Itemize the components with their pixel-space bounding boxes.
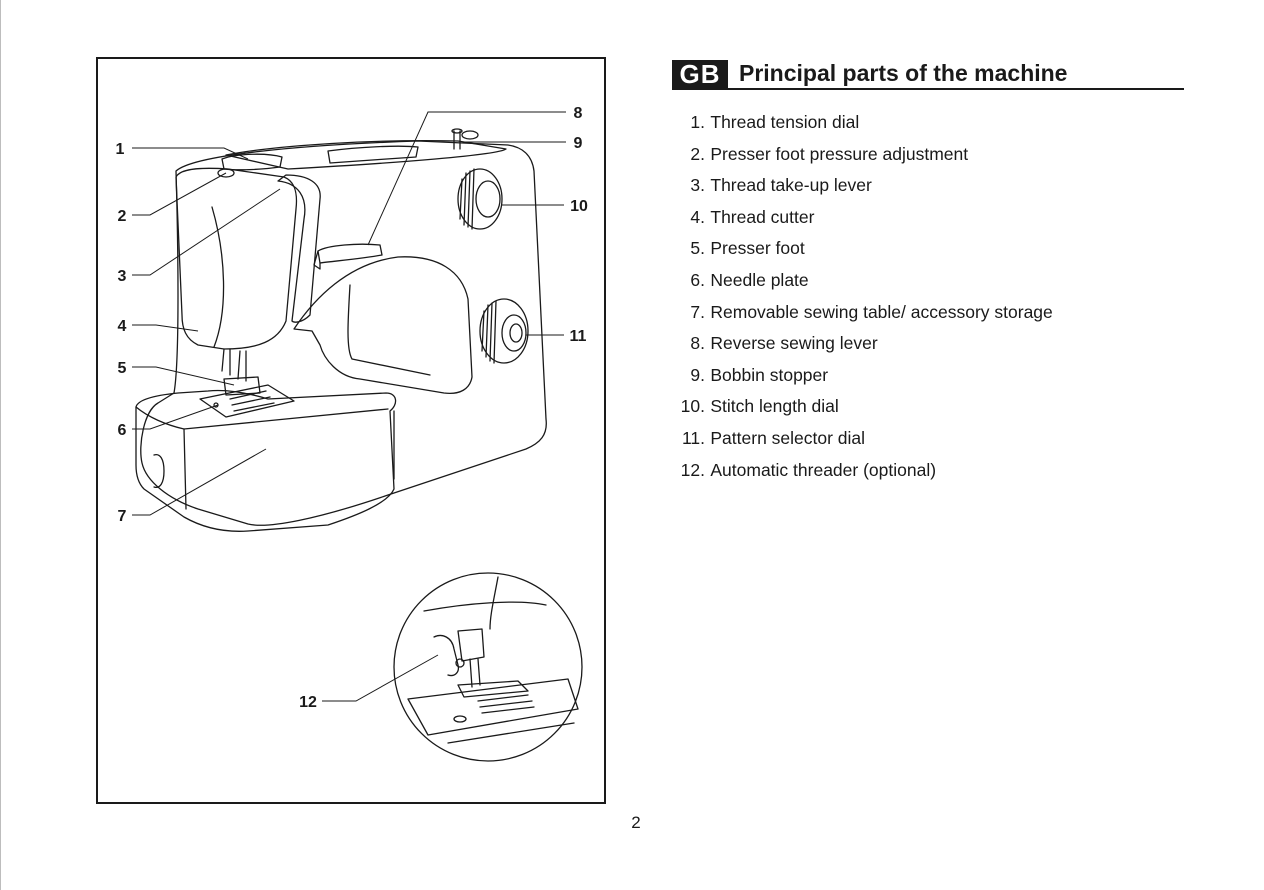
- needle-plate: [199, 384, 295, 418]
- machine-illustration: 1 2 3 4 5 6 7 8 9 10 11 12: [96, 57, 606, 804]
- callout-5: 5: [118, 360, 127, 377]
- parts-list: 1. Thread tension dial 2. Presser foot p…: [672, 111, 1053, 490]
- list-item: 1. Thread tension dial: [690, 112, 860, 132]
- pattern-selector-dial: [479, 298, 529, 364]
- page-number: 2: [631, 813, 641, 832]
- page-edge: [0, 0, 1, 890]
- spool-recess: [327, 145, 419, 164]
- callout-6: 6: [118, 422, 127, 439]
- spool-pin: [453, 130, 461, 150]
- callout-4: 4: [118, 318, 127, 335]
- needle-assembly: [221, 348, 247, 382]
- stitch-length-dial: [457, 168, 503, 230]
- callout-8: 8: [574, 105, 583, 122]
- list-item: 5. Presser foot: [690, 238, 805, 259]
- list-item: 9. Bobbin stopper: [690, 364, 829, 385]
- callout-7: 7: [118, 508, 127, 525]
- presser-foot: [223, 376, 261, 396]
- language-badge: GB: [672, 60, 728, 88]
- machine-body: [140, 140, 547, 526]
- list-item: 12. Automatic threader (optional): [680, 459, 937, 480]
- callout-11: 11: [570, 328, 587, 345]
- list-item: 6. Needle plate: [690, 269, 809, 290]
- top-cover: [225, 139, 507, 170]
- callout-2: 2: [118, 208, 127, 225]
- callout-10: 10: [570, 198, 588, 215]
- list-item: 10. Stitch length dial: [680, 396, 839, 417]
- sewing-machine-drawing: 1 2 3 4 5 6 7 8 9 10 11 12: [116, 105, 588, 762]
- list-item: 7. Removable sewing table/ accessory sto…: [690, 301, 1053, 322]
- list-item: 11. Pattern selector dial: [681, 427, 866, 448]
- callout-9: 9: [574, 135, 583, 152]
- head-front: [175, 167, 298, 350]
- sewing-table: [135, 389, 397, 532]
- take-up-slot: [277, 174, 321, 323]
- callout-3: 3: [118, 268, 127, 285]
- section-heading: GB Principal parts of the machine: [672, 57, 1184, 90]
- inset-threader-detail: [393, 572, 583, 762]
- list-item: 8. Reverse sewing lever: [690, 333, 878, 354]
- callout-12: 12: [299, 694, 317, 711]
- reverse-lever: [317, 243, 383, 264]
- list-item: 3. Thread take-up lever: [690, 175, 872, 196]
- list-item: 2. Presser foot pressure adjustment: [690, 143, 969, 164]
- page-title: Principal parts of the machine: [739, 60, 1068, 86]
- callout-1: 1: [116, 141, 125, 158]
- arm-opening: [293, 256, 473, 395]
- tension-dial: [221, 153, 283, 171]
- list-item: 4. Thread cutter: [690, 206, 815, 227]
